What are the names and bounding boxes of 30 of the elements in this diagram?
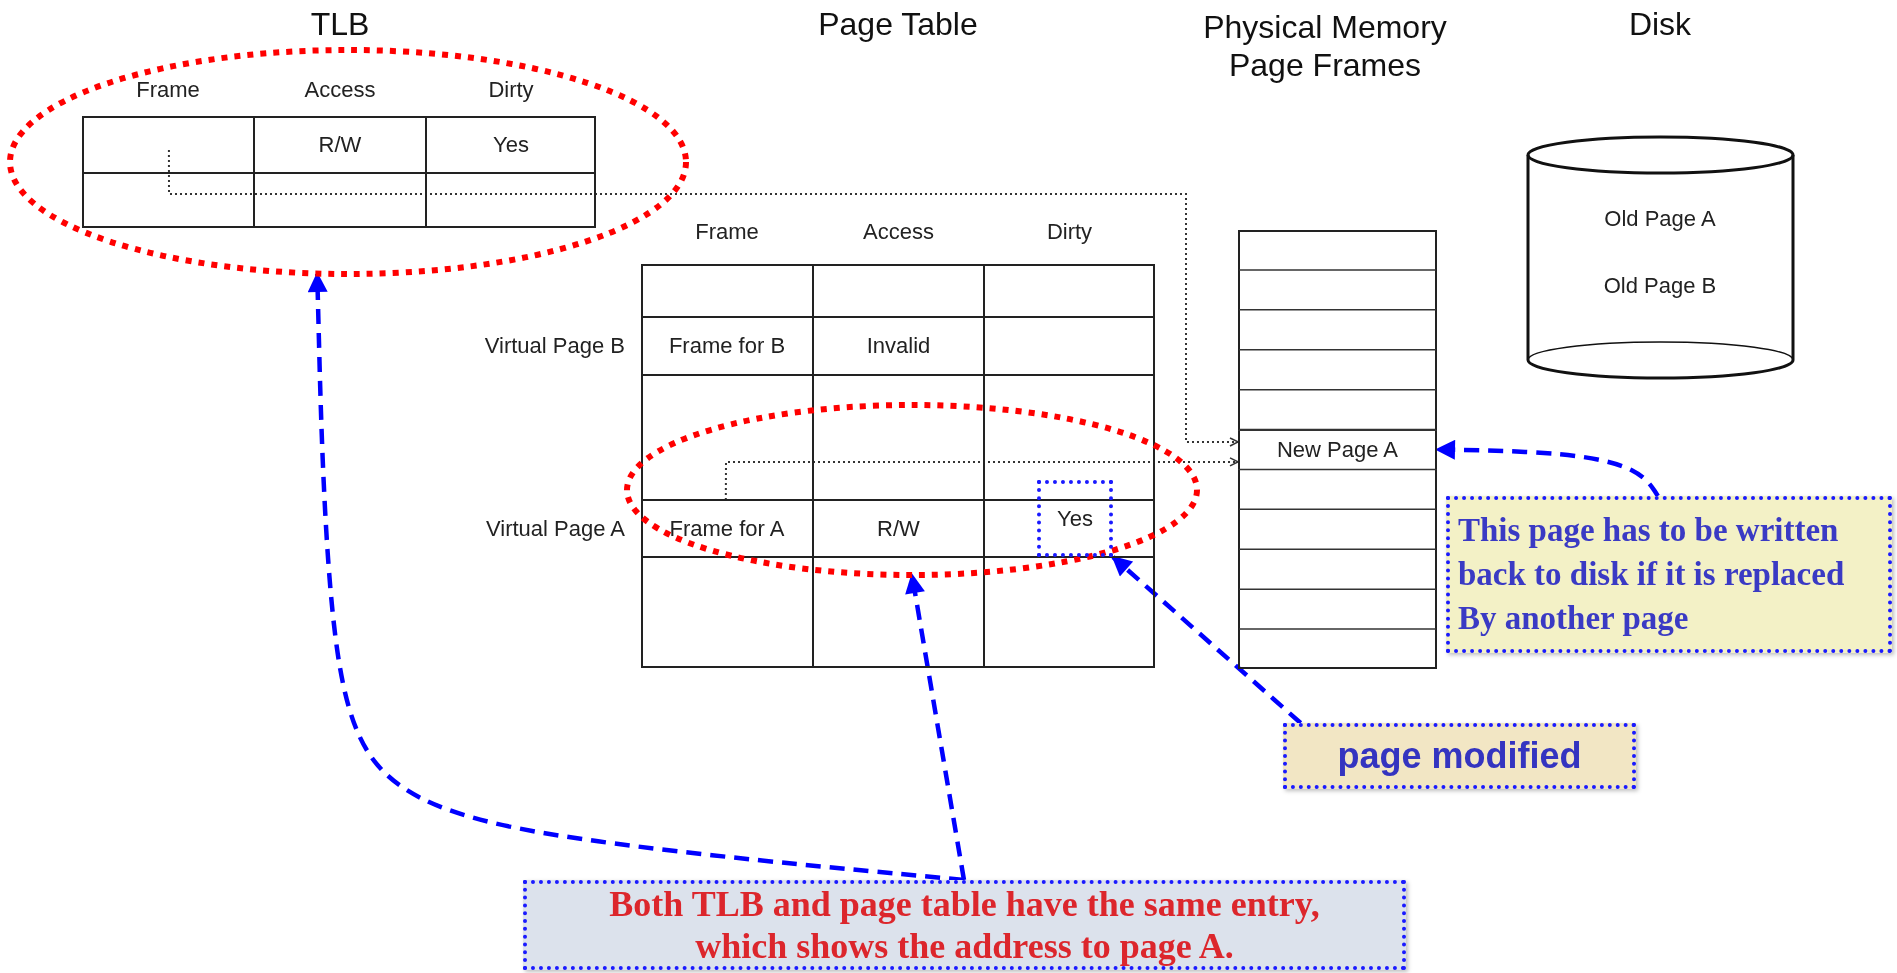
column-header: Dirty (488, 77, 534, 103)
column-header: Access (304, 77, 376, 103)
cell-value: R/W (877, 515, 920, 542)
row-label: Virtual Page A (485, 515, 625, 542)
callout-box: page modified (1283, 723, 1636, 789)
section-title: Page Table (818, 5, 978, 43)
cell-value: Invalid (866, 333, 931, 359)
page-frame: New Page A (1238, 429, 1437, 470)
section-title: Physical Memory Page Frames (1202, 8, 1448, 84)
cell-value: R/W (318, 131, 362, 158)
cell-value: Old Page B (1603, 273, 1717, 299)
column-header: Dirty (1046, 219, 1093, 245)
section-title: Disk (1628, 5, 1692, 43)
dotted-arrow (724, 457, 1239, 501)
dashed-arrow (905, 573, 967, 881)
cell-value: Frame for A (669, 515, 785, 542)
column-header: Frame (695, 219, 759, 245)
dashed-arrow (1435, 439, 1660, 498)
callout-box: This page has to be written back to disk if it is replaced By another page (1446, 496, 1892, 653)
dotted-arrow (167, 149, 1239, 447)
dashed-arrow (1111, 555, 1303, 725)
row-label: Virtual Page B (484, 333, 625, 359)
callout-box: Both TLB and page table have the same entry, which shows the address to page A. (523, 880, 1406, 970)
cell-value: Yes (493, 131, 529, 158)
highlight-box: Yes (1037, 480, 1113, 557)
cell-value: Frame for B (668, 333, 786, 359)
cell-value: Old Page A (1604, 206, 1716, 232)
section-title: TLB (310, 5, 370, 43)
column-header: Frame (136, 77, 200, 103)
column-header: Access (863, 219, 934, 245)
